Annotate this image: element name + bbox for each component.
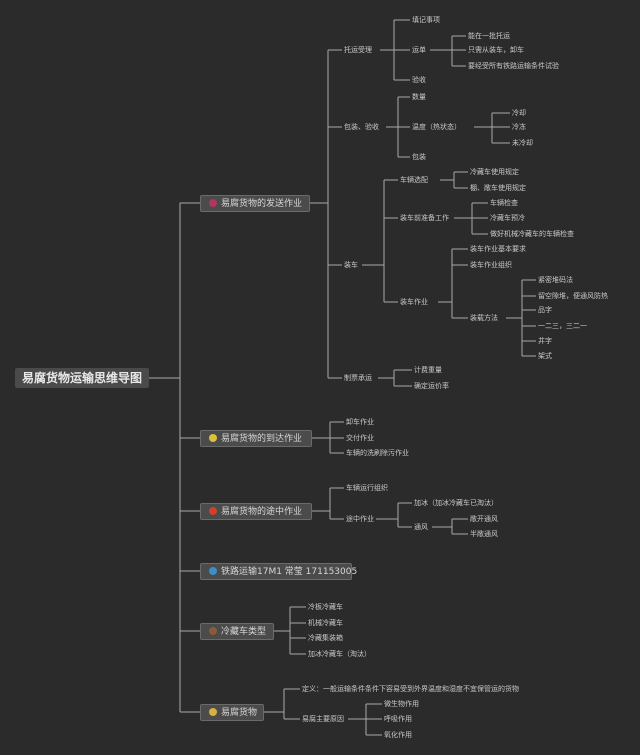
node-jw-b[interactable]: 确定运价率 <box>414 382 449 390</box>
node-type-c[interactable]: 冷藏集装箱 <box>308 634 343 642</box>
node-zf-f[interactable]: 架式 <box>538 352 552 360</box>
node-goods-b[interactable]: 呼吸作用 <box>384 715 412 723</box>
node-tuoyun[interactable]: 托运受理 <box>344 46 372 54</box>
node-arrive-operation[interactable]: 易腐货物的到达作业 <box>200 430 312 447</box>
diamond-icon <box>209 434 217 442</box>
node-type-a[interactable]: 冷板冷藏车 <box>308 603 343 611</box>
node-tianji[interactable]: 填记事项 <box>412 16 440 24</box>
node-zhunbei[interactable]: 装车前准备工作 <box>400 214 449 222</box>
node-yundan-c[interactable]: 要经受所有铁路运输条件试验 <box>468 62 559 70</box>
node-yundan-b[interactable]: 只需从装车，卸车 <box>468 46 524 54</box>
node-yundan-a[interactable]: 能在一批托运 <box>468 32 510 40</box>
root-node[interactable]: 易腐货物运输思维导图 <box>15 368 149 388</box>
node-mid-f[interactable]: 半敞通风 <box>470 530 498 538</box>
node-goods-def[interactable]: 定义：一般运输条件条件下容易受到外界温度和湿度不宜保管运的货物 <box>302 685 519 693</box>
node-cheliang[interactable]: 车辆选配 <box>400 176 428 184</box>
node-mid-a[interactable]: 车辆运行组织 <box>346 484 388 492</box>
node-mid-b[interactable]: 途中作业 <box>346 515 374 523</box>
node-cl-b[interactable]: 棚、敞车使用规定 <box>470 184 526 192</box>
node-shuliang[interactable]: 数量 <box>412 93 426 101</box>
node-zhuangzai[interactable]: 装载方法 <box>470 314 498 322</box>
node-zcz[interactable]: 装车作业 <box>400 298 428 306</box>
globe-icon <box>209 567 217 575</box>
node-zf-c[interactable]: 品字 <box>538 306 552 314</box>
node-transit-operation[interactable]: 易腐货物的途中作业 <box>200 503 312 520</box>
node-goods-a[interactable]: 微生物作用 <box>384 700 419 708</box>
node-arrive-b[interactable]: 交付作业 <box>346 434 374 442</box>
burst-icon <box>209 507 217 515</box>
node-zhipiao[interactable]: 制票承运 <box>344 374 372 382</box>
node-author[interactable]: 铁路运输17M1 常莹 171153005 <box>200 563 357 580</box>
node-mid-e[interactable]: 敞开通风 <box>470 515 498 523</box>
node-arrive-a[interactable]: 卸车作业 <box>346 418 374 426</box>
badge-icon <box>209 708 217 716</box>
node-lengdong[interactable]: 冷冻 <box>512 123 526 131</box>
node-zf-e[interactable]: 井字 <box>538 337 552 345</box>
node-yanshou[interactable]: 验收 <box>412 76 426 84</box>
gift-icon <box>209 627 217 635</box>
node-zcz-b[interactable]: 装车作业组织 <box>470 261 512 269</box>
node-zq-a[interactable]: 车辆检查 <box>490 199 518 207</box>
node-zq-c[interactable]: 做好机械冷藏车的车辆检查 <box>490 230 574 238</box>
node-arrive-c[interactable]: 车辆的洗刷除污作业 <box>346 449 409 457</box>
node-perishable-goods[interactable]: 易腐货物 <box>200 704 264 721</box>
node-jw-a[interactable]: 计费重量 <box>414 366 442 374</box>
node-yundan[interactable]: 运单 <box>412 46 426 54</box>
node-reefer-types[interactable]: 冷藏车类型 <box>200 623 274 640</box>
node-mid-c[interactable]: 加冰（加冰冷藏车已淘汰） <box>414 499 498 507</box>
heart-icon <box>209 199 217 207</box>
node-type-d[interactable]: 加冰冷藏车（淘汰） <box>308 650 371 658</box>
node-zhuangche[interactable]: 装车 <box>344 261 358 269</box>
node-zq-b[interactable]: 冷藏车预冷 <box>490 214 525 222</box>
node-baozhuang[interactable]: 包装、验收 <box>344 123 379 131</box>
node-cl-a[interactable]: 冷藏车使用规定 <box>470 168 519 176</box>
node-mid-d[interactable]: 通风 <box>414 523 428 531</box>
node-send-operation[interactable]: 易腐货物的发送作业 <box>200 195 310 212</box>
node-zcz-a[interactable]: 装车作业基本要求 <box>470 245 526 253</box>
node-wendu[interactable]: 温度（热状态） <box>412 123 461 131</box>
node-goods-cause[interactable]: 易腐主要原因 <box>302 715 344 723</box>
node-zf-a[interactable]: 紧密堆码法 <box>538 276 573 284</box>
node-zf-d[interactable]: 一二三，三二一 <box>538 322 587 330</box>
node-type-b[interactable]: 机械冷藏车 <box>308 619 343 627</box>
node-bz-package[interactable]: 包装 <box>412 153 426 161</box>
node-lengque[interactable]: 冷却 <box>512 109 526 117</box>
node-goods-c[interactable]: 氧化作用 <box>384 731 412 739</box>
node-zf-b[interactable]: 留空隙堆，便通风防热 <box>538 292 608 300</box>
node-weilengque[interactable]: 未冷却 <box>512 139 533 147</box>
